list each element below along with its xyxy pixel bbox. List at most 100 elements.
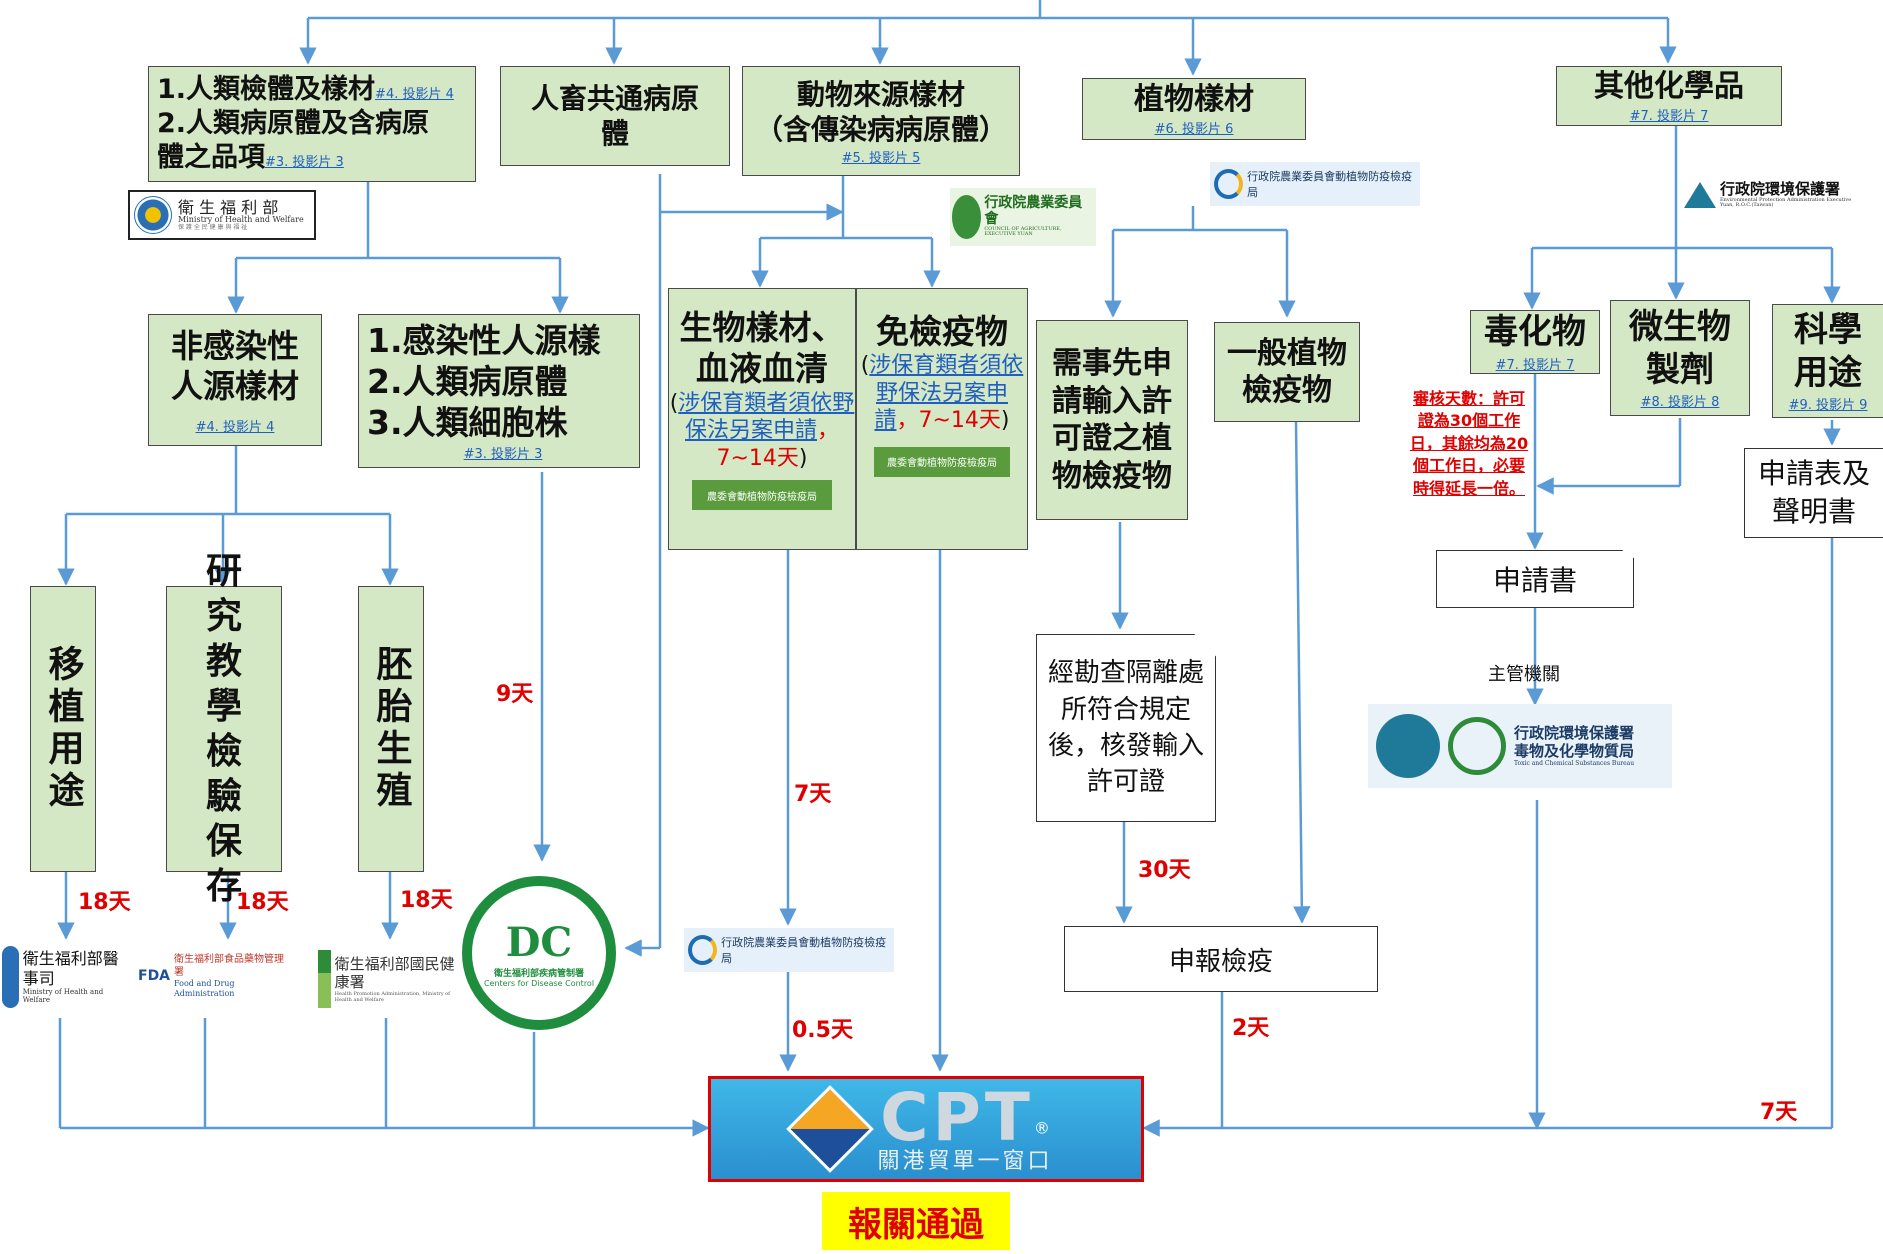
hpa-en: Health Promotion Administration, Ministr…	[334, 991, 451, 1003]
exempt-paren: )	[1000, 408, 1010, 434]
medical-en: Ministry of Health and Welfare	[22, 987, 104, 1005]
application-declaration-form[interactable]: 申請表及聲明書	[1744, 448, 1883, 538]
fda-en: Food and Drug Administration	[174, 978, 235, 998]
plant-ref-link[interactable]: #6. 投影片 6	[1154, 122, 1234, 138]
animal-ref-link[interactable]: #5. 投影片 5	[841, 150, 921, 166]
toxic-bureau-emblem-icon	[1376, 714, 1440, 778]
inspection-text: 經勘查隔離處所符合規定後，核發輸入許可證	[1047, 658, 1204, 798]
days-baphiq: 0.5天	[792, 1018, 853, 1043]
coa-logo: 行政院農業委員會 COUNCIL OF AGRICULTURE, EXECUTI…	[950, 188, 1096, 246]
category-zoonotic-pathogens[interactable]: 人畜共通病原體	[500, 66, 730, 166]
baphiq-bottom-cn: 行政院農業委員會動植物防疫檢疫局	[721, 936, 887, 965]
chemical-ref-link[interactable]: #7. 投影片 7	[1629, 109, 1709, 125]
use-embryo-reproduction[interactable]: 胚胎生殖	[358, 586, 424, 872]
hpa-emblem-icon	[318, 950, 331, 1008]
medical-emblem-icon	[2, 946, 19, 1008]
microbial-ref-link[interactable]: #8. 投影片 8	[1640, 395, 1720, 410]
embryo-label: 胚胎生殖	[370, 645, 412, 813]
human-line3: 體之品項	[157, 141, 265, 173]
coa-en: COUNCIL OF AGRICULTURE, EXECUTIVE YUAN	[984, 225, 1062, 238]
microbial-agents[interactable]: 微生物製劑 #8. 投影片 8	[1610, 300, 1750, 416]
baphiq-cn: 行政院農業委員會動植物防疫檢疫局	[1247, 170, 1413, 199]
bio-note-days: ，7~14天	[716, 418, 840, 471]
infectious-line2: 2.人類病原體	[367, 361, 568, 401]
declare-quarantine[interactable]: 申報檢疫	[1064, 926, 1378, 992]
non-infectious-ref-link[interactable]: #4. 投影片 4	[195, 419, 275, 435]
days-embryo: 18天	[400, 888, 453, 913]
bio-paren: )	[798, 445, 808, 471]
hpa-cn: 衛生福利部國民健康署	[334, 955, 455, 991]
days-declare: 2天	[1232, 1016, 1270, 1041]
mohw-cn: 衛 生 福 利 部	[178, 197, 279, 217]
plant-permit-label: 需事先申請輸入許可證之植物檢疫物	[1052, 346, 1172, 494]
days-science: 7天	[1760, 1100, 1798, 1125]
cdc-cn: 衛生福利部疾病管制署	[493, 968, 584, 979]
baphiq-logo-bottom: 行政院農業委員會動植物防疫檢疫局	[684, 928, 894, 972]
epa-emblem-icon	[1684, 182, 1716, 208]
exempt-small-mark: 農委會動植物防疫檢疫局	[874, 446, 1010, 477]
hpa-logo: 衛生福利部國民健康署 Health Promotion Administrati…	[318, 944, 466, 1014]
days-cdc: 9天	[496, 682, 534, 707]
quarantine-inspection-doc[interactable]: 經勘查隔離處所符合規定後，核發輸入許可證	[1036, 634, 1216, 822]
epa-en: Environmental Protection Administration …	[1720, 196, 1852, 209]
fda-mark: FDA	[138, 968, 171, 984]
infectious-line1: 1.感染性人源樣	[367, 320, 601, 360]
infectious-human-samples[interactable]: 1.感染性人源樣 2.人類病原體 3.人類細胞株 #3. 投影片 3	[358, 314, 640, 468]
plant-permit-required[interactable]: 需事先申請輸入許可證之植物檢疫物	[1036, 320, 1188, 520]
cpt-cn: 關港貿單一窗口	[877, 1149, 1053, 1174]
microbial-label: 微生物製劑	[1629, 307, 1731, 390]
category-other-chemicals[interactable]: 其他化學品 #7. 投影片 7	[1556, 66, 1782, 126]
toxic-bureau-en: Toxic and Chemical Substances Bureau	[1514, 760, 1635, 768]
days-research: 18天	[236, 890, 289, 915]
animal-line2: （含傳染病病原體）	[754, 112, 1007, 146]
infectious-line3: 3.人類細胞株	[367, 403, 568, 443]
exempt-line1: 免檢疫物	[876, 312, 1008, 351]
scientific-use[interactable]: 科學用途 #9. 投影片 9	[1772, 304, 1883, 418]
days-permit: 30天	[1138, 858, 1191, 883]
human-line2: 2.人類病原體及含病原	[157, 108, 430, 140]
category-animal-samples[interactable]: 動物來源樣材 （含傳染病病原體） #5. 投影片 5	[742, 66, 1020, 176]
cpt-diamond-icon	[786, 1085, 875, 1173]
toxic-bureau-logo: 行政院環境保護署 毒物及化學物質局 Toxic and Chemical Sub…	[1368, 704, 1672, 788]
category-human-samples[interactable]: 1.人類檢體及樣材#4. 投影片 4 2.人類病原體及含病原 體之品項#3. 投…	[148, 66, 476, 182]
bio-note-link[interactable]: 涉保育類者須依野保法另案申請	[678, 390, 855, 444]
science-ref-link[interactable]: #9. 投影片 9	[1788, 398, 1868, 413]
exempt-paren-open: (	[860, 353, 870, 379]
animal-line1: 動物來源樣材	[796, 77, 965, 111]
cdc-mark: DC	[505, 918, 573, 966]
plant-general-quarantine[interactable]: 一般植物檢疫物	[1214, 322, 1360, 422]
medical-cn: 衛生福利部醫事司	[22, 949, 119, 988]
epa-cn: 行政院環境保護署	[1720, 180, 1841, 199]
toxic-bureau-leaf-icon	[1448, 717, 1506, 775]
non-infectious-human-samples[interactable]: 非感染性人源樣材 #4. 投影片 4	[148, 314, 322, 446]
application-form[interactable]: 申請書	[1436, 550, 1634, 608]
use-research-storage[interactable]: 研究教學檢驗保存	[166, 551, 282, 907]
toxic-ref-link[interactable]: #7. 投影片 7	[1495, 357, 1575, 373]
use-transplant[interactable]: 移植用途	[30, 586, 96, 872]
bio-line1: 生物樣材、	[679, 308, 845, 347]
exempt-note-link[interactable]: 涉保育類者須依野保法另案申請	[869, 353, 1024, 434]
human-ref1-link[interactable]: #4. 投影片 4	[375, 87, 454, 103]
non-infectious-label: 非感染性人源樣材	[170, 326, 299, 405]
bio-sample-blood-serum[interactable]: 生物樣材、 血液血清 (涉保育類者須依野保法另案申請，7~14天) 農委會動植物…	[668, 288, 856, 550]
coa-cn: 行政院農業委員會	[984, 195, 1083, 227]
cdc-logo: DC 衛生福利部疾病管制署 Centers for Disease Contro…	[462, 876, 616, 1030]
toxic-chemicals[interactable]: 毒化物 #7. 投影片 7	[1470, 310, 1600, 374]
quarantine-exempt[interactable]: 免檢疫物 (涉保育類者須依野保法另案申請，7~14天) 農委會動植物防疫檢疫局	[856, 288, 1028, 550]
declare-text: 申報檢疫	[1168, 946, 1273, 977]
toxic-bureau-cn1: 行政院環境保護署	[1514, 724, 1635, 743]
baphiq-bottom-emblem-icon	[688, 935, 718, 965]
cpt-single-window-logo[interactable]: CPT® 關港貿單一窗口	[708, 1076, 1144, 1182]
cpt-text: CPT	[880, 1079, 1034, 1156]
category-plant-samples[interactable]: 植物樣材 #6. 投影片 6	[1082, 78, 1306, 140]
science-label: 科學用途	[1794, 310, 1862, 393]
chemical-label: 其他化學品	[1594, 68, 1744, 104]
human-ref2-link[interactable]: #3. 投影片 3	[265, 154, 344, 170]
infectious-ref-link[interactable]: #3. 投影片 3	[463, 447, 543, 463]
mohw-emblem-icon	[134, 196, 172, 234]
fda-cn: 衛生福利部食品藥物管理署	[174, 953, 285, 978]
epa-logo-top: 行政院環境保護署 Environmental Protection Admini…	[1682, 174, 1858, 216]
toxic-bureau-cn2: 毒物及化學物質局	[1514, 742, 1635, 761]
authority-label: 主管機關	[1488, 664, 1560, 685]
toxic-label: 毒化物	[1484, 312, 1586, 353]
